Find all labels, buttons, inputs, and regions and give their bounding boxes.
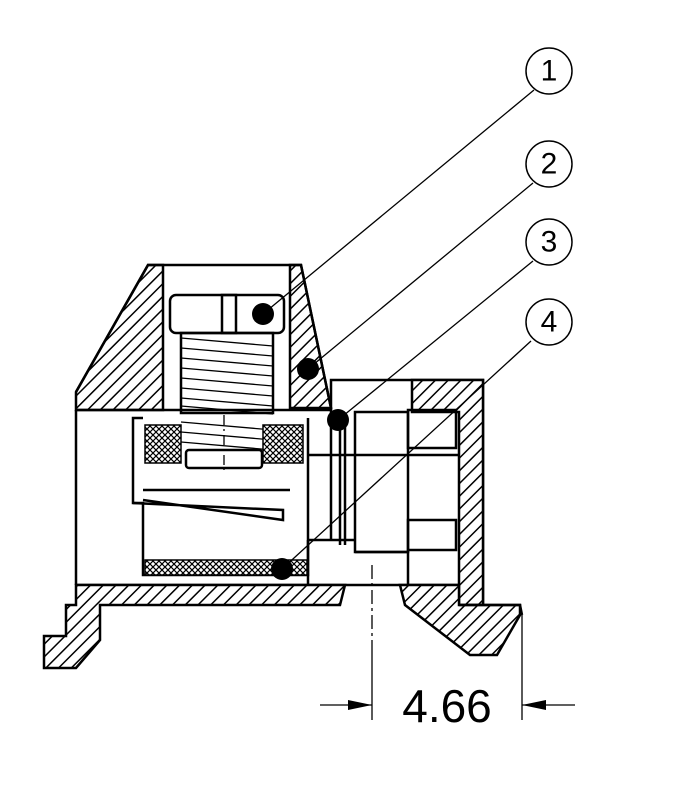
callout-4-label: 4 (541, 306, 558, 339)
callout-3: 3 (525, 218, 573, 266)
leader-line-2 (307, 182, 534, 370)
arrow-left-icon (522, 700, 546, 710)
leader-line-3 (337, 260, 534, 421)
screw (168, 293, 286, 470)
callout-1-label: 1 (541, 55, 558, 88)
callout-2: 2 (525, 140, 573, 188)
callout-4: 4 (525, 298, 573, 346)
leader-line-4 (281, 340, 532, 570)
base-foot (42, 583, 524, 670)
callout-1: 1 (525, 47, 573, 95)
dimension-annotation: 4.66 (320, 615, 575, 732)
right-housing (306, 378, 485, 607)
arrow-right-icon (348, 700, 372, 710)
dimension-value: 4.66 (402, 680, 492, 732)
clamp-cage (131, 416, 310, 577)
callout-2-label: 2 (541, 148, 558, 181)
upper-housing (74, 263, 333, 412)
leader-line-1 (262, 89, 535, 315)
callout-3-label: 3 (541, 226, 558, 259)
